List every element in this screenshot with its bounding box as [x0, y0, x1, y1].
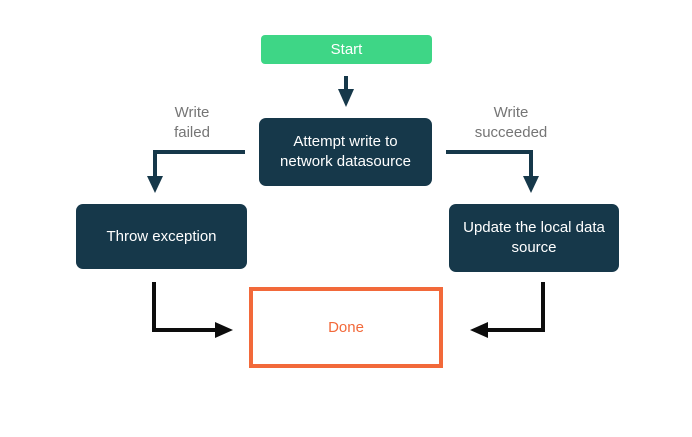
edge-label-write-succeeded: Write succeeded [451, 103, 571, 143]
edge-label-write-succeeded-line1: Write [493, 104, 529, 121]
node-start: Start [261, 35, 432, 64]
arrow-throw-exception-to-done [152, 282, 233, 338]
node-attempt-write-line1: Attempt write to [293, 133, 398, 150]
edge-label-write-failed-line1: Write [174, 104, 210, 121]
arrow-attempt-to-throw-exception [147, 150, 245, 193]
node-update-local-data-line1: Update the local data [463, 219, 605, 236]
node-start-label: Start [330, 40, 363, 58]
node-attempt-write: Attempt write to network datasource [259, 118, 432, 186]
node-done: Done [249, 287, 443, 368]
node-throw-exception-label: Throw exception [106, 227, 217, 245]
node-update-local-data-line2: source [511, 239, 557, 256]
edge-label-write-failed: Write failed [147, 103, 237, 143]
node-throw-exception: Throw exception [76, 204, 247, 269]
edge-label-write-succeeded-line2: succeeded [474, 124, 548, 141]
arrow-update-local-to-done [470, 282, 545, 338]
arrow-start-to-attempt [338, 76, 354, 107]
edge-label-write-failed-line2: failed [174, 124, 210, 141]
node-attempt-write-line2: network datasource [280, 153, 411, 170]
node-update-local-data: Update the local data source [449, 204, 619, 272]
node-done-label: Done [328, 318, 364, 336]
arrow-attempt-to-update-local [446, 150, 539, 193]
